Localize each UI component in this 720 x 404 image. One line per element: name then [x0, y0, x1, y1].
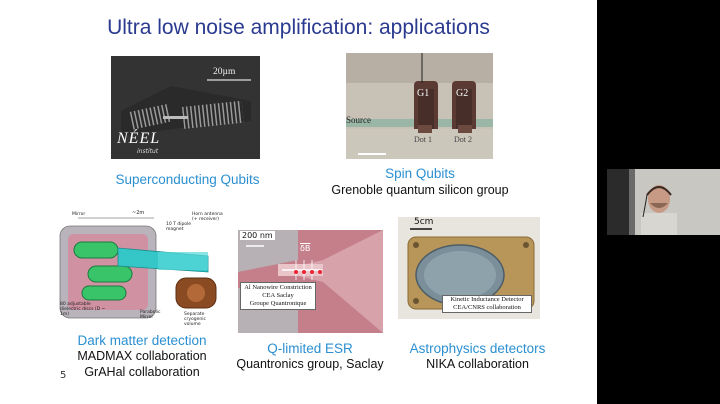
- page-number: 5: [60, 370, 67, 381]
- spin-dot1-label: Dot 1: [414, 135, 432, 144]
- astro-image: 5cm Kinetic Inductance Detector CEA/CNRS…: [398, 217, 540, 319]
- esr-label-line-2: CEA Saclay: [262, 292, 294, 299]
- dark-label-horn: Horn antenna (+ receiver): [192, 212, 223, 222]
- spin-image: G1 G2 Source Dot 1 Dot 2: [346, 53, 493, 159]
- dark-caption: Dark matter detection: [77, 333, 207, 348]
- qubits-image: 20µm NÉEL institut: [111, 56, 260, 159]
- esr-subcaption: Quantronics group, Saclay: [236, 357, 384, 371]
- spin-dot2-label: Dot 2: [454, 135, 472, 144]
- astro-subcaption: NIKA collaboration: [426, 357, 529, 371]
- esr-image: 200 nm δB Al Nanowire Constriction CEA S…: [238, 230, 383, 333]
- dark-subcaption-2: GrAHal collaboration: [84, 365, 200, 379]
- slide: Ultra low noise amplification: applicati…: [0, 0, 597, 404]
- kid-detector-drawing: [398, 217, 540, 319]
- esr-nanowire-drawing: [238, 230, 383, 333]
- astro-caption: Astrophysics detectors: [409, 341, 546, 356]
- spin-g2-label: G2: [456, 88, 469, 99]
- madmax-drawing: [59, 217, 217, 319]
- qubits-scale-label: 20µm: [213, 67, 236, 77]
- spin-caption: Spin Qubits: [385, 166, 455, 181]
- spin-device-drawing: [346, 53, 493, 159]
- spin-source-label: Source: [346, 115, 371, 125]
- qubits-sem-drawing: [111, 56, 260, 159]
- dark-label-magnet: 10 T dipole magnet: [166, 222, 192, 232]
- dark-label-size: ~2m: [132, 210, 145, 216]
- qubits-caption: Superconducting Qubits: [115, 172, 260, 187]
- esr-field-label: δB: [300, 244, 311, 253]
- spin-g1-label: G1: [417, 88, 430, 99]
- dark-label-discs: 80 adjustable dielectric discs (D ~ 1m): [60, 302, 106, 317]
- neel-logo-sub: institut: [137, 148, 159, 155]
- dark-label-cryogenic: Separate cryogenic volume: [184, 312, 206, 327]
- esr-caption: Q-limited ESR: [267, 341, 353, 356]
- webcam-thumbnail: [607, 169, 720, 235]
- astro-label-line-2: CEA/CNRS collaboration: [453, 304, 521, 311]
- esr-label-line-1: Al Nanowire Constriction: [244, 284, 312, 291]
- astro-label-box: Kinetic Inductance Detector CEA/CNRS col…: [442, 295, 532, 313]
- astro-label-line-1: Kinetic Inductance Detector: [450, 296, 524, 303]
- esr-label-line-3: Groupe Quantronique: [249, 300, 307, 307]
- esr-label-box: Al Nanowire Constriction CEA Saclay Grou…: [240, 282, 316, 310]
- spin-subcaption: Grenoble quantum silicon group: [331, 183, 509, 197]
- astro-scale-label: 5cm: [414, 217, 434, 227]
- presenter-video: [607, 169, 720, 235]
- esr-scale-label: 200 nm: [240, 231, 275, 240]
- dark-matter-image: Mirror ~2m 10 T dipole magnet Horn anten…: [58, 208, 225, 330]
- dark-label-parabolic: Parabolic Mirror: [140, 310, 161, 320]
- dark-subcaption-1: MADMAX collaboration: [77, 349, 207, 363]
- slide-title: Ultra low noise amplification: applicati…: [107, 16, 490, 39]
- dark-label-mirror: Mirror: [72, 212, 86, 217]
- neel-logo: NÉEL: [117, 130, 161, 147]
